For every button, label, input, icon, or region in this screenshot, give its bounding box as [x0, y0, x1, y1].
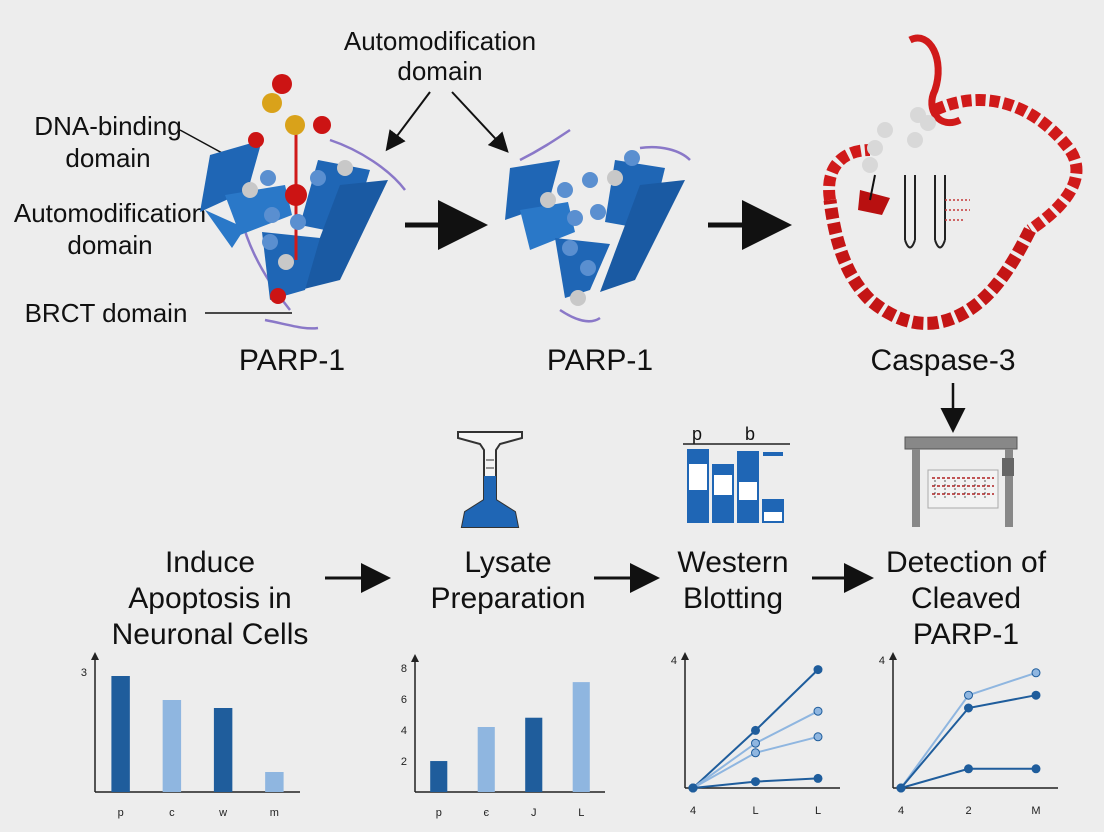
- pointer-automod-right: [451, 91, 509, 153]
- protein2-label: PARP-1: [547, 344, 653, 377]
- x-tick-label: c: [169, 807, 175, 819]
- y-tick-label: 3: [81, 667, 87, 679]
- y-tick-label: 4: [671, 655, 677, 667]
- y-tick-label: 2: [401, 756, 407, 768]
- x-tick-label: 4: [690, 805, 696, 817]
- y-axis-arrow: [889, 652, 897, 660]
- x-tick-label: J: [531, 807, 537, 819]
- bar: [162, 700, 182, 792]
- bar: [525, 717, 543, 792]
- data-point: [1031, 764, 1041, 774]
- x-tick-label: p: [436, 807, 442, 819]
- data-point: [813, 732, 823, 742]
- y-axis-arrow: [91, 652, 99, 660]
- y-tick-label: 6: [401, 694, 407, 706]
- data-point: [751, 777, 760, 787]
- data-point: [813, 773, 823, 783]
- blot-label-p: p: [692, 424, 702, 444]
- data-point: [751, 748, 760, 758]
- data-point: [1031, 668, 1041, 678]
- x-tick-label: m: [270, 807, 279, 819]
- y-tick-label: 4: [401, 725, 407, 737]
- protein1-label: PARP-1: [239, 344, 345, 377]
- x-tick-label: L: [578, 807, 584, 819]
- x-tick-label: 4: [898, 805, 904, 817]
- detection-apparatus-icon: [904, 436, 1018, 527]
- pointer-automod-left: [385, 91, 431, 152]
- y-axis-arrow: [681, 652, 689, 660]
- x-tick-label: L: [815, 805, 821, 817]
- x-tick-label: M: [1031, 805, 1040, 817]
- x-tick-label: 2: [965, 805, 971, 817]
- data-point: [813, 665, 823, 675]
- y-tick-label: 8: [401, 663, 407, 675]
- x-tick-label: L: [752, 805, 758, 817]
- data-point: [751, 738, 760, 748]
- data-point: [1031, 690, 1041, 700]
- bar: [213, 708, 233, 792]
- annotation-brct: BRCT domain: [25, 298, 188, 328]
- y-axis-arrow: [411, 654, 419, 662]
- data-point: [896, 783, 906, 793]
- protein3-label: Caspase-3: [870, 344, 1015, 377]
- chart-line-2: 4 4 2 M: [879, 652, 1058, 817]
- data-point: [964, 690, 973, 700]
- blot-label-b: b: [745, 424, 755, 444]
- x-tick-label: w: [218, 807, 227, 819]
- data-point: [688, 783, 698, 793]
- bar: [265, 772, 284, 792]
- x-tick-label: є: [483, 807, 489, 819]
- chart-bar-1: 3 p c w m: [81, 652, 300, 819]
- data-point: [964, 703, 973, 713]
- data-point: [964, 764, 973, 774]
- bar: [111, 676, 130, 792]
- parp1-structure-right: [505, 128, 691, 323]
- lysate-tube-icon: [457, 431, 523, 528]
- y-tick-label: 4: [879, 655, 885, 667]
- x-tick-label: p: [118, 807, 124, 819]
- bar: [430, 761, 448, 792]
- parp1-structure-left: [200, 74, 406, 330]
- data-point: [751, 725, 760, 735]
- caspase3-structure: [823, 34, 1083, 330]
- bar: [572, 682, 590, 792]
- western-blot-icon: p b: [683, 424, 790, 523]
- data-point: [813, 706, 823, 716]
- chart-bar-2: 2 4 6 8 p є J L: [401, 654, 605, 819]
- bar: [477, 727, 495, 792]
